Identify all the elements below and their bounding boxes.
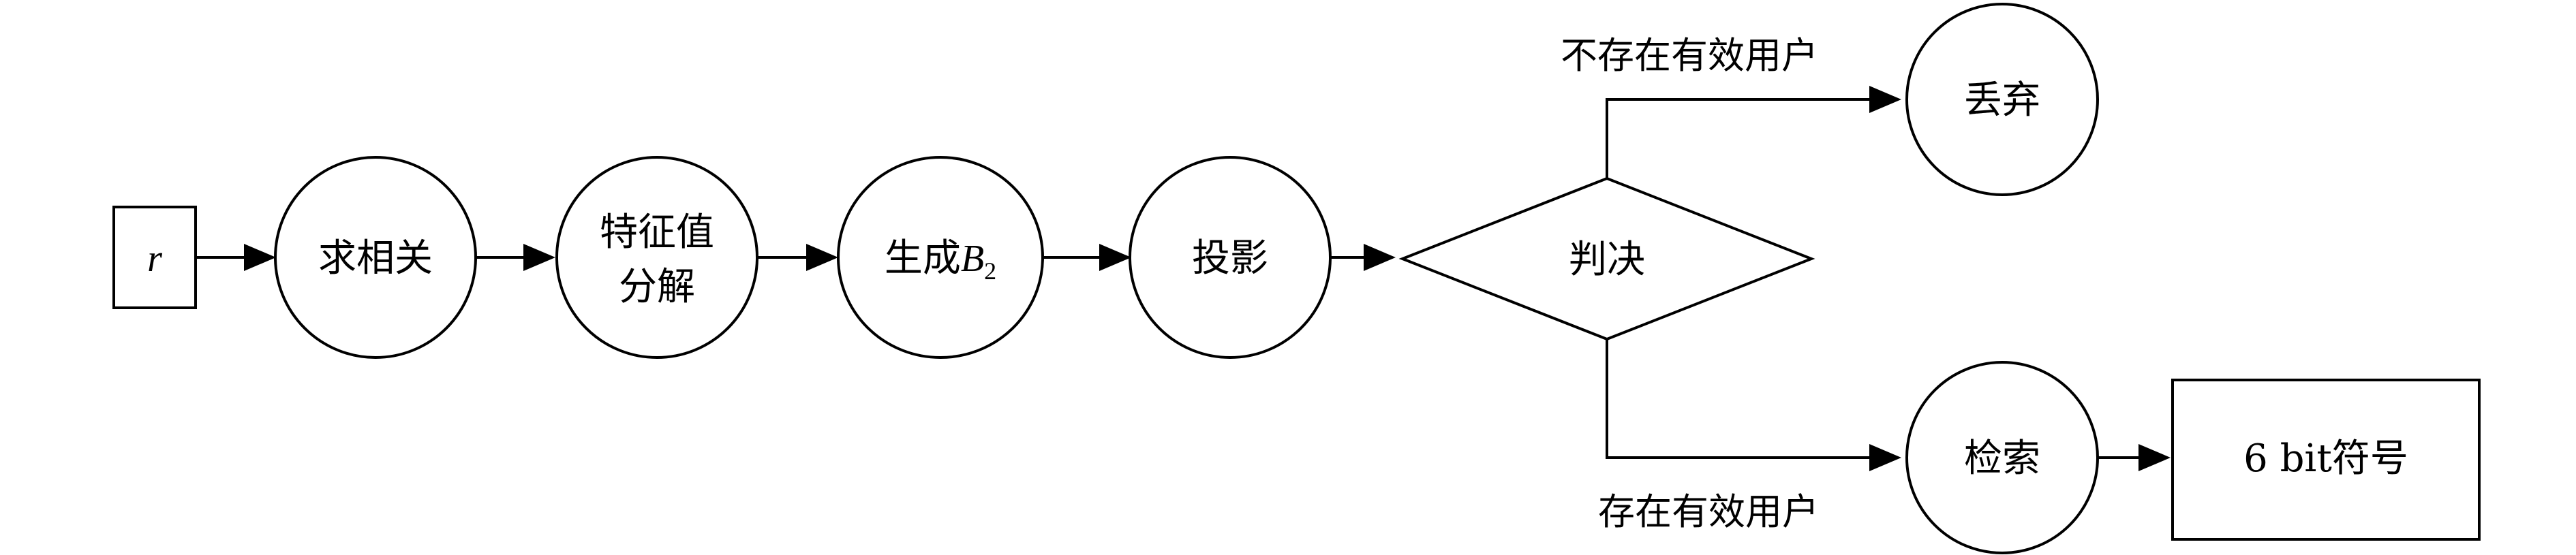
edge-label-no-user: 不存在有效用户 [1561,34,1818,77]
edge-label-has-user: 存在有效用户 [1598,490,1819,533]
node-generate-label: 生成B2 [885,236,996,285]
node-decide-label: 判决 [1569,238,1645,282]
edge-decide-to-retrieve [1606,339,1871,459]
arrowhead-project [1099,244,1131,271]
node-project: 投影 [1129,156,1332,359]
node-input-label: r [147,238,162,280]
node-correlate-label: 求相关 [318,236,433,281]
edge-decide-to-discard [1606,98,1871,178]
node-output: 6 bit符号 [2171,379,2481,541]
arrowhead-generate [806,244,838,271]
node-generate: 生成B2 [837,156,1044,359]
node-eigen-label-line1: 特征值 [600,210,714,255]
arrowhead-correlate [244,244,276,271]
arrowhead-eigen [523,244,555,271]
node-decide: 判决 [1398,176,1815,341]
node-correlate: 求相关 [274,156,477,359]
node-project-label: 投影 [1192,236,1268,281]
node-input: r [112,206,197,309]
node-eigen-label-line2: 分解 [619,265,695,309]
node-discard-label: 丢弃 [1964,78,2040,123]
arrowhead-discard [1869,86,1901,113]
arrowhead-retrieve [1869,444,1901,471]
connectors [196,86,2171,471]
arrowhead-decide [1364,244,1396,271]
node-discard: 丢弃 [1905,3,2099,196]
node-retrieve: 检索 [1905,361,2099,554]
node-eigen: 特征值 分解 [555,156,758,359]
node-retrieve-label: 检索 [1964,437,2040,481]
node-output-label: 6 bit符号 [2243,437,2408,481]
arrowhead-output [2138,444,2171,471]
